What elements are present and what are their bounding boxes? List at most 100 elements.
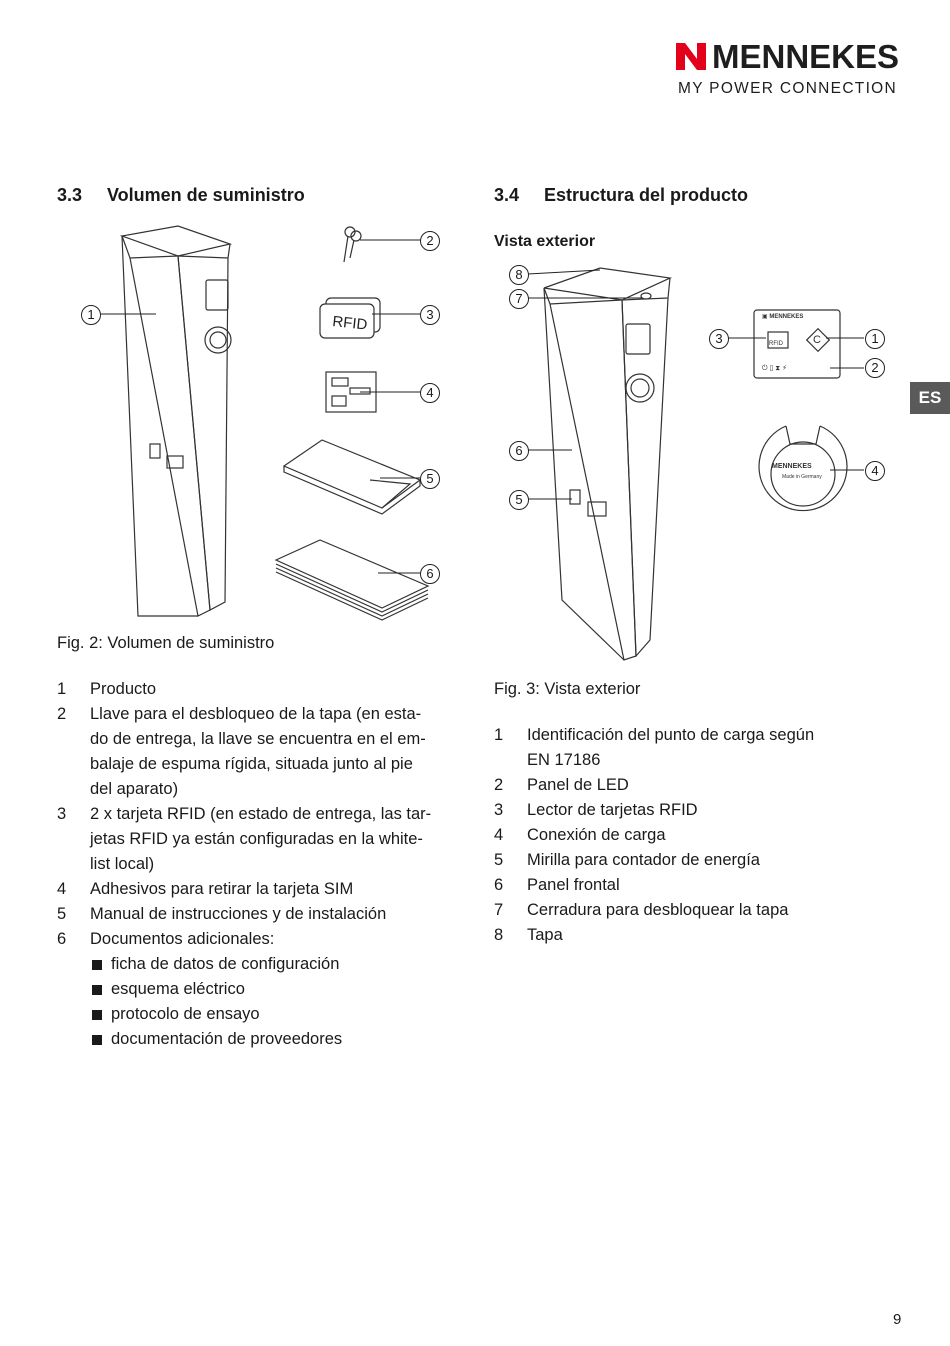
list-item-number: 2 [494, 776, 504, 794]
list-item-number: 5 [494, 851, 504, 869]
bullet-text: ficha de datos de configuración [111, 955, 340, 973]
list-item: 6 Documentos adicionales: [57, 927, 457, 952]
list-item-text: del aparato) [90, 780, 179, 798]
list-item-text: Documentos adicionales: [90, 930, 275, 948]
callout-number-1: 1 [865, 329, 885, 349]
list-item: 5 Mirilla para contador de energía [494, 848, 874, 873]
bullet-item: protocolo de ensayo [57, 1002, 457, 1027]
list-item-number: 3 [57, 805, 67, 823]
list-item-text: EN 17186 [527, 751, 601, 769]
callout-number-7: 7 [509, 289, 529, 309]
figure-caption-2: Fig. 2: Volumen de suministro [57, 634, 275, 652]
list-item: 5 Manual de instrucciones y de instalació… [57, 902, 457, 927]
list-item: 7 Cerradura para desbloquear la tapa [494, 898, 874, 923]
list-item-text: balaje de espuma rígida, situada junto a… [90, 755, 413, 773]
list-item: 3 2 x tarjeta RFID (en estado de entrega,… [57, 802, 457, 877]
list-item-text: Llave para el desbloqueo de la tapa (en … [90, 705, 422, 723]
list-item-text: 2 x tarjeta RFID (en estado de entrega, … [90, 805, 432, 823]
list-item: 4 Conexión de carga [494, 823, 874, 848]
list-item-text: Tapa [527, 926, 563, 944]
list-item-text: Mirilla para contador de energía [527, 851, 760, 869]
socket-brand-text: MENNEKES [772, 463, 812, 470]
section-number: 3.4 [494, 185, 520, 205]
bullet-text: protocolo de ensayo [111, 1005, 260, 1023]
list-item-text: Producto [90, 680, 157, 698]
bullet-item: documentación de proveedores [57, 1027, 457, 1052]
callout-number-1: 1 [81, 305, 101, 325]
list-item: 4 Adhesivos para retirar la tarjeta SIM [57, 877, 457, 902]
figure-caption-3: Fig. 3: Vista exterior [494, 680, 641, 698]
list-item-number: 1 [57, 680, 67, 698]
svg-text:⏻ ▯ ⧗ ⚡: ⏻ ▯ ⧗ ⚡ [762, 364, 787, 372]
list-item-number: 4 [494, 826, 504, 844]
list-item: 2 Llave para el desbloqueo de la tapa (en… [57, 702, 457, 802]
square-bullet-icon [92, 985, 102, 995]
callout-number-3: 3 [420, 305, 440, 325]
page-number: 9 [893, 1311, 902, 1328]
list-item-text: Cerradura para desbloquear la tapa [527, 901, 789, 919]
list-item-number: 2 [57, 705, 67, 723]
list-item: 6 Panel frontal [494, 873, 874, 898]
list-item-number: 8 [494, 926, 504, 944]
list-item: 3 Lector de tarjetas RFID [494, 798, 874, 823]
bullet-item: ficha de datos de configuración [57, 952, 457, 977]
figure-vista-exterior: ▣ MENNEKES RFID C ⏻ ▯ ⧗ ⚡ MENNEKES Made … [527, 267, 864, 661]
svg-text:▣ MENNEKES: ▣ MENNEKES [762, 314, 803, 320]
section-title: Volumen de suministro [107, 185, 305, 205]
list-item-text: Panel frontal [527, 876, 620, 894]
list-item-text: jetas RFID ya están configuradas en la w… [90, 830, 423, 848]
logo-tagline: MY POWER CONNECTION [678, 80, 898, 97]
list-item-number: 5 [57, 905, 67, 923]
section-heading-3-3: 3.3 Volumen de suministro [57, 185, 305, 206]
callout-number-8: 8 [509, 265, 529, 285]
structure-list: 1 Identificación del punto de carga según… [494, 723, 874, 948]
rfid-card-text: RFID [332, 313, 369, 334]
list-item: 2 Panel de LED [494, 773, 874, 798]
list-item-number: 6 [57, 930, 67, 948]
list-item-text: Panel de LED [527, 776, 629, 794]
language-tab: ES [910, 382, 950, 414]
list-item-text: do de entrega, la llave se encuentra en … [90, 730, 426, 748]
square-bullet-icon [92, 1035, 102, 1045]
bullet-item: esquema eléctrico [57, 977, 457, 1002]
panel-c-text: C [813, 334, 821, 346]
callout-number-3: 3 [709, 329, 729, 349]
list-item-text: Manual de instrucciones y de instalación [90, 905, 387, 923]
list-item-text: list local) [90, 855, 155, 873]
list-item-text: Lector de tarjetas RFID [527, 801, 698, 819]
list-item-number: 6 [494, 876, 504, 894]
figure-volumen-suministro: RFID [101, 225, 430, 621]
square-bullet-icon [92, 960, 102, 970]
logo-wordmark: MENNEKES [712, 38, 900, 75]
list-item-number: 7 [494, 901, 504, 919]
callout-number-5: 5 [509, 490, 529, 510]
callout-number-6: 6 [509, 441, 529, 461]
section-heading-3-4: 3.4 Estructura del producto [494, 185, 748, 206]
list-item-number: 1 [494, 726, 504, 744]
section-number: 3.3 [57, 185, 83, 205]
callout-number-5: 5 [420, 469, 440, 489]
panel-rfid-text: RFID [769, 341, 784, 347]
square-bullet-icon [92, 1010, 102, 1020]
section-title: Estructura del producto [544, 185, 749, 205]
callout-number-4: 4 [865, 461, 885, 481]
list-item-text: Identificación del punto de carga según [527, 726, 815, 744]
mennekes-logo-mark-icon [676, 43, 706, 70]
callout-number-4: 4 [420, 383, 440, 403]
callout-number-2: 2 [420, 231, 440, 251]
bullet-text: documentación de proveedores [111, 1030, 343, 1048]
socket-made-text: Made in Germany [782, 474, 822, 480]
list-item-number: 4 [57, 880, 67, 898]
list-item-number: 3 [494, 801, 504, 819]
list-item-text: Adhesivos para retirar la tarjeta SIM [90, 880, 354, 898]
callout-number-2: 2 [865, 358, 885, 378]
list-item-text: Conexión de carga [527, 826, 666, 844]
bullet-text: esquema eléctrico [111, 980, 245, 998]
delivery-list: 1 Producto 2 Llave para el desbloqueo de la… [57, 677, 457, 1052]
callout-number-6: 6 [420, 564, 440, 584]
list-item: 1 Producto [57, 677, 457, 702]
list-item: 1 Identificación del punto de carga según… [494, 723, 874, 773]
mennekes-logo: MENNEKES MY POWER CONNECTION [676, 38, 906, 102]
list-item: 8 Tapa [494, 923, 874, 948]
subsection-title: Vista exterior [494, 233, 596, 250]
